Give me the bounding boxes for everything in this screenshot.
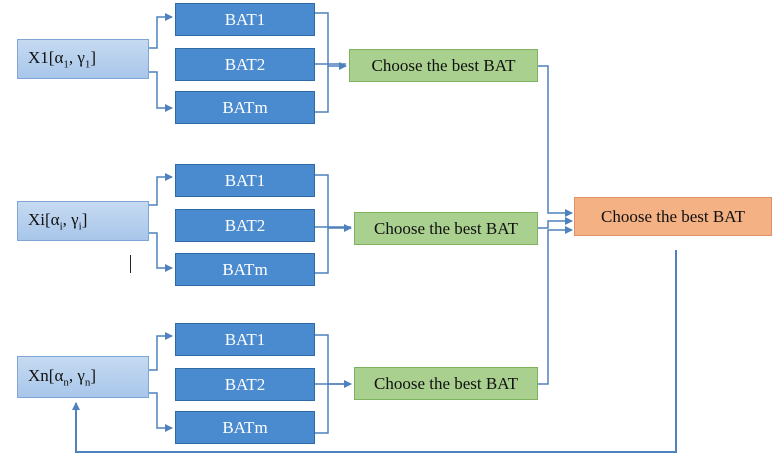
group1-choose-box: Choose the best BAT (349, 49, 538, 82)
group1-batm-box: BATm (175, 91, 315, 124)
group3-choose-box: Choose the best BAT (354, 367, 538, 400)
group1-bat2-box: BAT2 (175, 48, 315, 81)
group2-batm-label: BATm (222, 259, 268, 279)
group2-choose-label: Choose the best BAT (373, 218, 519, 238)
group3-bat2-box: BAT2 (175, 368, 315, 401)
group2-choose-box: Choose the best BAT (354, 212, 538, 245)
group3-bat1-label: BAT1 (224, 329, 266, 349)
group1-bat1-label: BAT1 (224, 9, 266, 29)
group3-batm-box: BATm (175, 411, 315, 444)
group1-bat1-box: BAT1 (175, 3, 315, 36)
group2-bat2-box: BAT2 (175, 209, 315, 242)
group1-choose-label: Choose the best BAT (371, 55, 516, 75)
group3-bat2-label: BAT2 (224, 374, 266, 394)
final-choose-box: Choose the best BAT (574, 197, 772, 236)
x1-input-box: X1[α1, γ1] (17, 39, 149, 79)
group1-batm-label: BATm (222, 97, 268, 117)
group2-bat1-box: BAT1 (175, 164, 315, 197)
final-choose-label: Choose the best BAT (600, 206, 746, 226)
group2-batm-box: BATm (175, 253, 315, 286)
group2-bat2-label: BAT2 (224, 215, 266, 235)
xi-label: Xi[αi, γi] (28, 209, 88, 233)
group2-bat1-label: BAT1 (224, 170, 266, 190)
group3-batm-label: BATm (222, 417, 268, 437)
group1-bat2-label: BAT2 (224, 54, 266, 74)
text-cursor (130, 255, 131, 273)
x1-label: X1[α1, γ1] (28, 47, 97, 71)
xi-input-box: Xi[αi, γi] (17, 201, 149, 241)
group3-choose-label: Choose the best BAT (373, 373, 519, 393)
xn-input-box: Xn[αn, γn] (17, 356, 149, 398)
group3-bat1-box: BAT1 (175, 323, 315, 356)
xn-label: Xn[αn, γn] (28, 365, 97, 389)
